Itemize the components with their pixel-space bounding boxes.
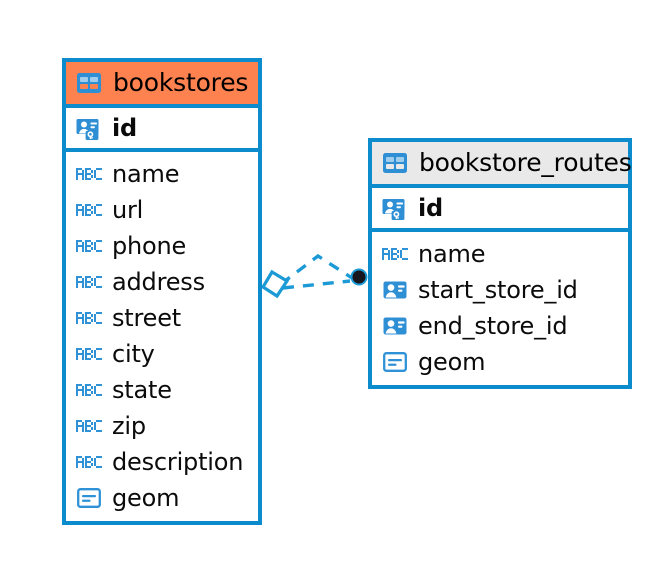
field-label: zip	[112, 412, 146, 440]
field-label: name	[112, 160, 180, 188]
table-icon	[381, 149, 409, 177]
field-label: phone	[112, 232, 187, 260]
field-row-name[interactable]: name	[66, 156, 258, 192]
field-row-geom[interactable]: geom	[66, 480, 258, 516]
geometry-type-icon	[381, 348, 409, 376]
table-header-bookstores[interactable]: bookstores	[66, 62, 258, 104]
primary-key-section: id	[66, 104, 258, 152]
field-label: start_store_id	[418, 276, 578, 304]
field-row-phone[interactable]: phone	[66, 228, 258, 264]
field-label: city	[112, 340, 155, 368]
field-label: id	[112, 114, 138, 142]
table-title: bookstore_routes	[419, 148, 632, 177]
field-row-geom[interactable]: geom	[372, 344, 628, 380]
field-label: url	[112, 196, 144, 224]
text-type-icon	[75, 268, 103, 296]
text-type-icon	[75, 376, 103, 404]
field-row-start-store-id[interactable]: start_store_id	[372, 272, 628, 308]
table-header-bookstore-routes[interactable]: bookstore_routes	[372, 142, 632, 184]
foreign-key-icon	[381, 312, 409, 340]
field-label: geom	[418, 348, 486, 376]
field-row-end-store-id[interactable]: end_store_id	[372, 308, 628, 344]
field-label: state	[112, 376, 172, 404]
fields-section: name ur	[66, 152, 258, 521]
field-row-state[interactable]: state	[66, 372, 258, 408]
table-bookstore-routes[interactable]: bookstore_routes	[368, 138, 632, 389]
field-row-street[interactable]: street	[66, 300, 258, 336]
table-bookstores[interactable]: bookstores id	[62, 58, 262, 525]
field-row-description[interactable]: description	[66, 444, 258, 480]
fields-section: name start_store_id	[372, 232, 628, 385]
text-type-icon	[75, 160, 103, 188]
field-row-city[interactable]: city	[66, 336, 258, 372]
text-type-icon	[75, 412, 103, 440]
field-row-id[interactable]: id	[372, 188, 628, 228]
text-type-icon	[75, 448, 103, 476]
filled-circle-marker	[350, 268, 368, 286]
field-label: id	[418, 194, 444, 222]
field-row-address[interactable]: address	[66, 264, 258, 300]
text-type-icon	[381, 240, 409, 268]
text-type-icon	[75, 340, 103, 368]
field-label: description	[112, 448, 244, 476]
primary-key-icon	[381, 194, 409, 222]
foreign-key-icon	[381, 276, 409, 304]
table-title: bookstores	[113, 68, 249, 97]
field-row-id[interactable]: id	[66, 108, 258, 148]
field-row-url[interactable]: url	[66, 192, 258, 228]
geometry-type-icon	[75, 484, 103, 512]
text-type-icon	[75, 232, 103, 260]
field-label: street	[112, 304, 181, 332]
relationship-line-upper	[279, 253, 353, 286]
field-label: end_store_id	[418, 312, 568, 340]
table-icon	[75, 69, 103, 97]
diamond-marker	[260, 269, 290, 299]
field-label: geom	[112, 484, 180, 512]
relationship-line-lower	[282, 279, 351, 290]
primary-key-icon	[75, 114, 103, 142]
text-type-icon	[75, 196, 103, 224]
field-label: address	[112, 268, 205, 296]
text-type-icon	[75, 304, 103, 332]
field-row-name[interactable]: name	[372, 236, 628, 272]
field-row-zip[interactable]: zip	[66, 408, 258, 444]
primary-key-section: id	[372, 184, 628, 232]
field-label: name	[418, 240, 486, 268]
